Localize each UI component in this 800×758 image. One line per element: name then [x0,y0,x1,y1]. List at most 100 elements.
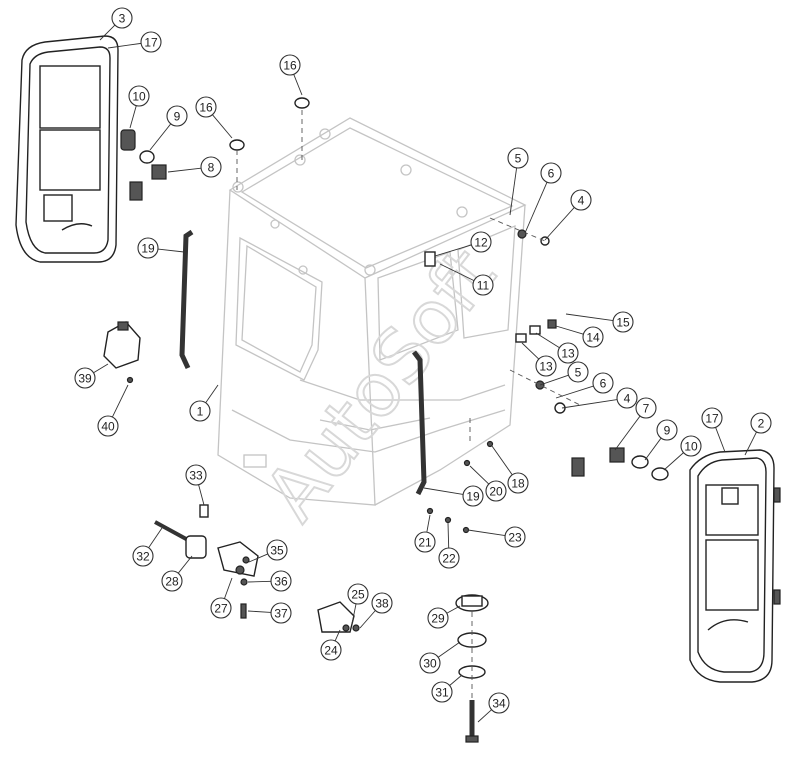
callout-bubble [128,85,150,107]
callout-leader [224,577,233,599]
explode-lines [236,110,581,700]
callout-number: 39 [78,372,92,386]
callout-bubble [656,419,678,441]
callout-number: 29 [431,612,445,626]
callout-leader [148,527,163,548]
callout-leader [644,437,662,461]
callout-number: 9 [664,424,671,438]
callout-bubble [419,652,441,674]
callout-leader [539,374,569,386]
callout-bubble [266,539,288,561]
callout-bubble [504,526,526,548]
callout-bubble [371,592,393,614]
callout-leader [167,167,202,173]
callout-bubble [592,372,614,394]
callout-leader [334,629,341,642]
callout-leader [491,445,513,476]
callout-bubble [279,54,301,76]
callout-leader [426,514,431,533]
callout-number: 8 [208,161,215,175]
callout-bubble [540,162,562,184]
callout-number: 4 [578,194,585,208]
callout-bubble [132,545,154,567]
callout-bubble [612,311,634,333]
callout-leader [509,167,518,216]
callout-leader [469,465,490,485]
callout-number: 33 [189,469,203,483]
callout-leader [439,263,475,282]
callout-number: 4 [624,392,631,406]
callout-leader [447,522,450,549]
callout-leader [555,385,594,399]
callout-leader [446,605,461,614]
callout-bubble [140,31,162,53]
callout-bubble [210,597,232,619]
callout-number: 24 [324,644,338,658]
callout-bubble [166,105,188,127]
callout-leader [359,610,376,629]
callout-bubble [470,231,492,253]
callout-leader [467,529,506,536]
callout-bubble [750,412,772,434]
callout-bubble [557,342,579,364]
right-handrail [412,350,427,496]
callout-leader [663,452,684,471]
callout-number: 11 [477,279,490,293]
callout-leader [149,123,172,151]
callout-bubble [97,415,119,437]
callout-number: 10 [684,440,698,454]
callout-bubble [507,147,529,169]
callout-leader [107,42,142,49]
callout-number: 23 [508,531,522,545]
callout-bubble [431,681,453,703]
callout-bubble [472,274,494,296]
callout-bubble [74,367,96,389]
callout-leader [198,484,205,506]
callout-number: 6 [600,377,607,391]
callout-number: 37 [274,607,288,621]
callout-bubble [347,583,369,605]
callout-number: 16 [283,59,297,73]
callout-leader [715,427,726,453]
callout-bubble [270,602,292,624]
callout-leader [247,580,272,583]
callout-bubble [161,570,183,592]
callout-leader [744,431,757,456]
callout-leader [212,114,233,139]
callout-number: 17 [144,36,158,50]
callout-bubble [189,400,211,422]
callout-bubble [185,464,207,486]
callout-leader [93,363,109,374]
callout-leader [157,248,185,253]
callout-number: 25 [351,588,365,602]
callout-number: 38 [375,597,389,611]
callout-leader [129,105,137,129]
callout-leader [437,641,461,658]
callout-number: 22 [442,552,456,566]
callout-leader [293,74,303,96]
callout-leader [99,24,116,41]
callout-number: 31 [435,686,449,700]
callout-number: 13 [539,360,553,374]
callout-number: 15 [616,316,630,330]
cab-frame [217,117,527,506]
callout-leader [535,332,560,349]
callout-number: 21 [418,536,432,550]
callout-leader [247,610,272,613]
callout-leader [177,555,193,574]
callout-bubble [414,531,436,553]
callout-leader [449,674,463,686]
callout-number: 7 [643,402,650,416]
right-door [689,449,781,683]
callout-bubble [635,397,657,419]
left-handrail [179,229,194,370]
callout-bubble [535,355,557,377]
callout-number: 10 [132,90,146,104]
callout-number: 32 [136,550,150,564]
callout-number: 1 [197,405,204,419]
left-door [15,35,119,263]
callout-number: 3 [119,12,126,26]
callout-bubble [270,570,292,592]
callout-number: 5 [575,366,582,380]
